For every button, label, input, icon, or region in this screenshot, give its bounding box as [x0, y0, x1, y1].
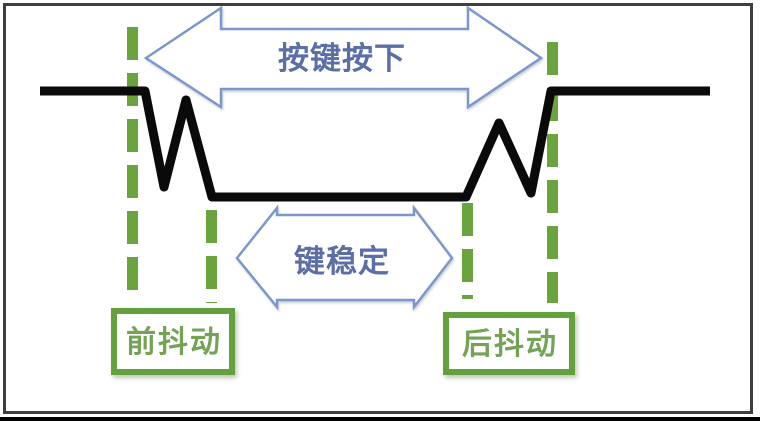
key-press-duration-arrow — [143, 5, 544, 110]
key-stable-arrow-label: 键稳定 — [294, 244, 390, 279]
frame-border — [3, 3, 753, 414]
rear-jitter-label: 后抖动 — [462, 328, 558, 361]
bottom-edge-bar — [0, 417, 760, 421]
front-jitter-label: 前抖动 — [126, 326, 222, 359]
key-press-arrow-label: 按键按下 — [278, 41, 406, 76]
signal-waveform — [40, 86, 710, 202]
front-jitter-box — [111, 308, 235, 375]
rear-jitter-box — [443, 312, 575, 375]
key-stable-duration-arrow — [235, 204, 454, 311]
